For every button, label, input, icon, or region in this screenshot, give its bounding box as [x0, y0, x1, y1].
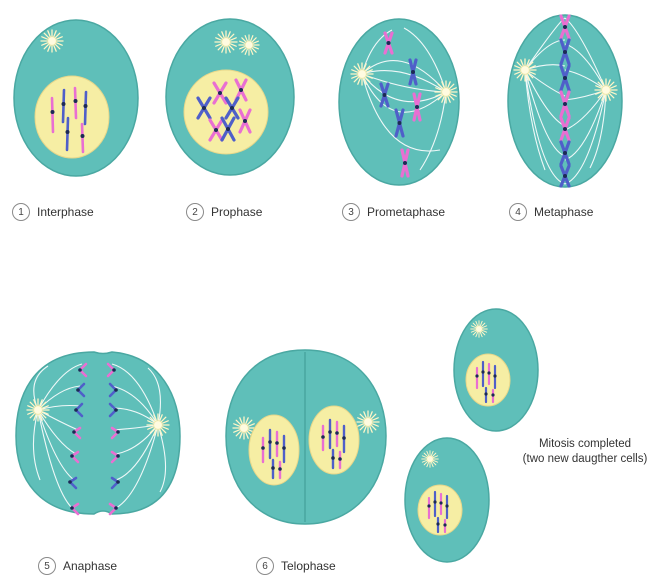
- stage-number: 1: [12, 203, 30, 221]
- stage-label-metaphase: 4 Metaphase: [509, 203, 593, 221]
- stage-number: 5: [38, 557, 56, 575]
- stage-name: Prometaphase: [367, 205, 445, 219]
- cell-metaphase: [508, 15, 622, 187]
- centrosome-icon: [27, 399, 49, 421]
- stage-number: 6: [256, 557, 274, 575]
- stage-number: 3: [342, 203, 360, 221]
- centrosome-icon: [422, 451, 439, 468]
- daughter-cell-2: [405, 438, 489, 562]
- centrosome-icon: [147, 414, 169, 436]
- stage-label-anaphase: 5 Anaphase: [38, 557, 117, 575]
- stage-label-prometaphase: 3 Prometaphase: [342, 203, 445, 221]
- note-line-1: Mitosis completed: [510, 437, 657, 452]
- stage-number: 2: [186, 203, 204, 221]
- centrosome-icon: [215, 31, 237, 53]
- centrosome-icon: [514, 59, 536, 81]
- centrosome-icon: [357, 411, 379, 433]
- note-line-2: (two new daugther cells): [510, 452, 657, 467]
- stage-name: Interphase: [37, 205, 94, 219]
- centrosome-icon: [239, 35, 259, 55]
- cell-prometaphase: [339, 19, 459, 185]
- stage-name: Anaphase: [63, 559, 117, 573]
- centrosome-icon: [351, 63, 373, 85]
- cell-prophase: [166, 19, 294, 175]
- stage-label-telophase: 6 Telophase: [256, 557, 336, 575]
- centrosome-icon: [41, 30, 63, 52]
- mitosis-completed-note: Mitosis completed (two new daugther cell…: [510, 437, 657, 467]
- cell-interphase: [14, 20, 138, 176]
- stage-number: 4: [509, 203, 527, 221]
- stage-name: Telophase: [281, 559, 336, 573]
- stage-label-prophase: 2 Prophase: [186, 203, 262, 221]
- centrosome-icon: [595, 79, 617, 101]
- cell-telophase: [226, 350, 386, 524]
- cell-anaphase: [16, 352, 180, 514]
- daughter-cell-1: [454, 309, 538, 431]
- stage-name: Prophase: [211, 205, 262, 219]
- stage-name: Metaphase: [534, 205, 593, 219]
- stage-label-interphase: 1 Interphase: [12, 203, 94, 221]
- centrosome-icon: [435, 81, 457, 103]
- nucleus: [35, 76, 109, 158]
- centrosome-icon: [471, 321, 488, 338]
